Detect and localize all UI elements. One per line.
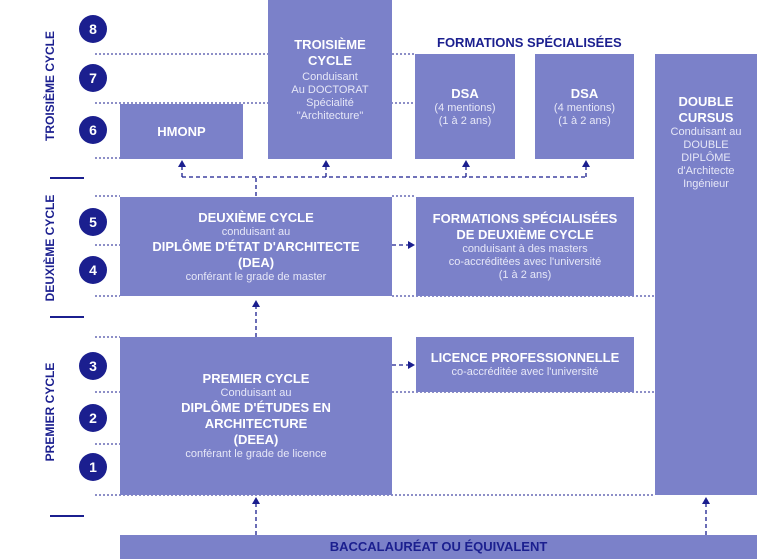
- deuxieme-line-3: (DEA): [237, 254, 275, 270]
- cycle-separator: [50, 177, 84, 179]
- licence-line-1: co-accréditée avec l'université: [451, 366, 599, 378]
- level-8-badge: 8: [79, 15, 107, 43]
- double-line-3: DIPLÔME: [681, 152, 731, 164]
- fs2-line-3: (1 à 2 ans): [498, 269, 552, 281]
- licence-title: LICENCE PROFESSIONNELLE: [430, 350, 620, 365]
- troisieme-title-1: TROISIÈME: [294, 36, 366, 52]
- dsa-box-2: DSA (4 mentions) (1 à 2 ans): [535, 54, 634, 159]
- double-line-4: d'Architecte: [677, 165, 735, 177]
- troisieme-line-4: "Architecture": [296, 109, 364, 122]
- dsa-1-line-1: (4 mentions): [434, 101, 496, 114]
- dsa-box-1: DSA (4 mentions) (1 à 2 ans): [415, 54, 515, 159]
- level-5-badge: 5: [79, 208, 107, 236]
- dsa-2-title: DSA: [570, 85, 599, 101]
- deuxieme-cycle-box: DEUXIÈME CYCLE conduisant au DIPLÔME D'É…: [120, 197, 392, 296]
- troisieme-line-1: Conduisant: [302, 70, 358, 83]
- premier-line-2: DIPLÔME D'ÉTUDES EN: [181, 400, 331, 415]
- double-line-1: Conduisant au: [670, 126, 742, 138]
- formations-2-box: FORMATIONS SPÉCIALISÉES DE DEUXIÈME CYCL…: [416, 197, 634, 296]
- deuxieme-title: DEUXIÈME CYCLE: [198, 209, 314, 225]
- premier-line-5: conférant le grade de licence: [185, 448, 327, 460]
- level-2-badge: 2: [79, 404, 107, 432]
- troisieme-line-3: Spécialité: [306, 96, 354, 109]
- double-line-2: DOUBLE: [683, 139, 729, 151]
- hmonp-label: HMONP: [157, 123, 206, 139]
- deuxieme-line-1: conduisant au: [221, 225, 291, 238]
- label-first-cycle: PREMIER CYCLE: [43, 362, 57, 462]
- dsa-2-line-1: (4 mentions): [553, 101, 616, 114]
- level-6-badge: 6: [79, 116, 107, 144]
- label-second-cycle: DEUXIÈME CYCLE: [43, 194, 57, 302]
- dsa-2-line-2: (1 à 2 ans): [558, 114, 611, 127]
- troisieme-cycle-box: TROISIÈME CYCLE Conduisant Au DOCTORAT S…: [268, 0, 392, 159]
- premier-title: PREMIER CYCLE: [202, 371, 310, 386]
- fs2-title-2: DE DEUXIÈME CYCLE: [456, 227, 594, 242]
- troisieme-title-2: CYCLE: [307, 52, 353, 68]
- double-line-5: Ingénieur: [683, 178, 729, 190]
- fs2-title-1: FORMATIONS SPÉCIALISÉES: [432, 211, 618, 226]
- premier-line-3: ARCHITECTURE: [204, 416, 308, 431]
- level-7-badge: 7: [79, 64, 107, 92]
- fs2-line-2: co-accréditées avec l'université: [448, 256, 602, 268]
- dsa-1-title: DSA: [451, 85, 479, 101]
- deuxieme-line-2: DIPLÔME D'ÉTAT D'ARCHITECTE: [152, 238, 360, 254]
- level-3-badge: 3: [79, 352, 107, 380]
- licence-pro-box: LICENCE PROFESSIONNELLE co-accréditée av…: [416, 337, 634, 392]
- bac-label: BACCALAURÉAT OU ÉQUIVALENT: [329, 539, 548, 554]
- level-1-badge: 1: [79, 453, 107, 481]
- fs2-line-1: conduisant à des masters: [462, 243, 588, 255]
- baccalaureat-box: BACCALAURÉAT OU ÉQUIVALENT: [120, 535, 757, 559]
- premier-cycle-box: PREMIER CYCLE Conduisant au DIPLÔME D'ÉT…: [120, 337, 392, 495]
- double-cursus-box: DOUBLE CURSUS Conduisant au DOUBLE DIPLÔ…: [655, 54, 757, 495]
- label-third-cycle: TROISIÈME CYCLE: [43, 31, 57, 142]
- hmonp-box: HMONP: [120, 104, 243, 159]
- deuxieme-line-4: conférant le grade de master: [185, 270, 327, 283]
- premier-line-4: (DEEA): [233, 432, 279, 447]
- level-4-badge: 4: [79, 256, 107, 284]
- double-title-2: CURSUS: [678, 110, 734, 125]
- troisieme-line-2: Au DOCTORAT: [291, 83, 369, 96]
- formations-title: FORMATIONS SPÉCIALISÉES: [437, 35, 622, 50]
- cycle-separator: [50, 515, 84, 517]
- double-title-1: DOUBLE: [678, 94, 734, 109]
- dsa-1-line-2: (1 à 2 ans): [438, 114, 492, 127]
- cycle-separator: [50, 316, 84, 318]
- premier-line-1: Conduisant au: [220, 387, 292, 399]
